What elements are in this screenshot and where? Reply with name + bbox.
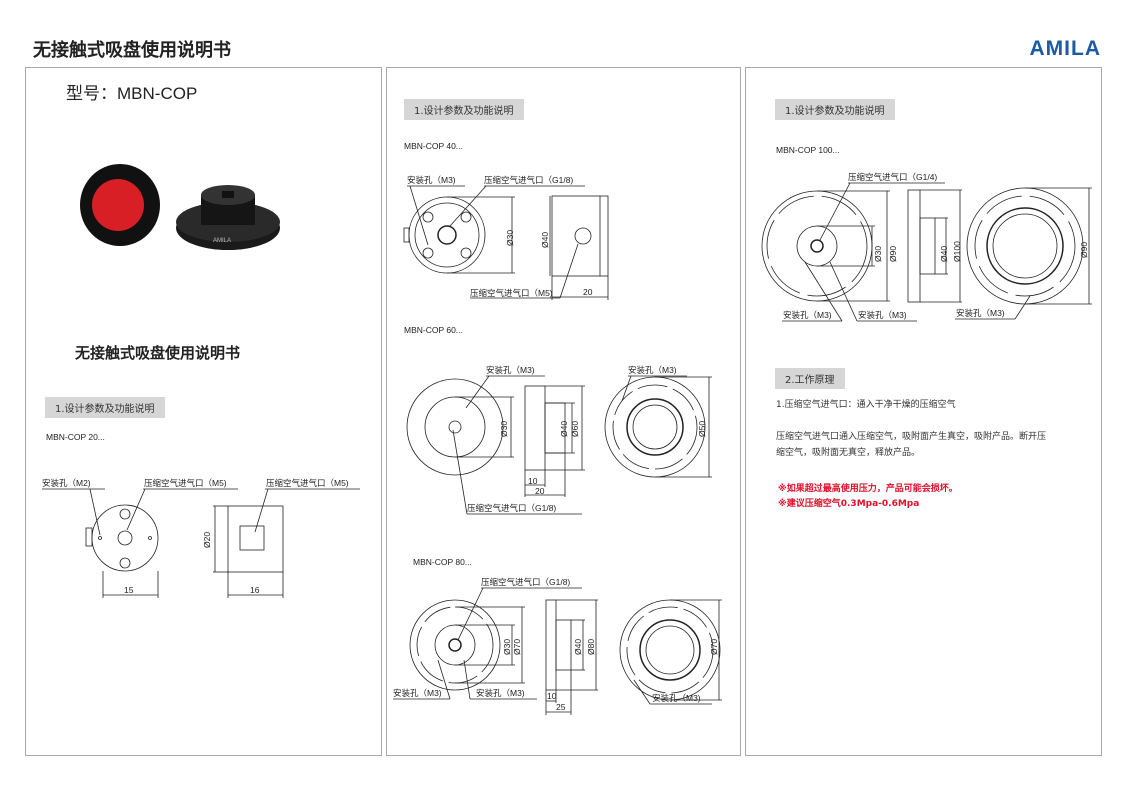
svg-text:Ø40: Ø40	[573, 639, 583, 655]
svg-text:压缩空气进气口（G1/8): 压缩空气进气口（G1/8)	[484, 175, 573, 185]
svg-text:15: 15	[124, 585, 134, 595]
svg-text:压缩空气进气口（G1/8): 压缩空气进气口（G1/8)	[481, 577, 570, 587]
svg-text:Ø30: Ø30	[873, 246, 883, 262]
panel-right	[745, 67, 1102, 756]
svg-text:安装孔（M3): 安装孔（M3)	[407, 175, 456, 185]
svg-text:Ø90: Ø90	[888, 246, 898, 262]
svg-text:Ø40: Ø40	[540, 232, 550, 248]
model-heading: 型号：MBN-COP	[66, 84, 198, 103]
svg-text:Ø20: Ø20	[202, 532, 212, 548]
svg-text:安装孔（M3): 安装孔（M3)	[783, 310, 832, 320]
svg-text:安装孔（M2): 安装孔（M2)	[42, 478, 91, 488]
svg-text:20: 20	[535, 486, 545, 496]
svg-text:Ø30: Ø30	[499, 421, 509, 437]
section-tag: 2.工作原理	[775, 368, 845, 389]
principle-paragraph: 缩空气，吸附面无真空，释放产品。	[776, 448, 921, 458]
variant-label: MBN-COP 100...	[776, 145, 840, 155]
panel-middle	[386, 67, 741, 756]
variant-label: MBN-COP 40...	[404, 141, 463, 151]
svg-text:Ø40: Ø40	[559, 421, 569, 437]
svg-text:Ø70: Ø70	[709, 639, 719, 655]
svg-text:Ø50: Ø50	[697, 421, 707, 437]
svg-text:安装孔（M3): 安装孔（M3)	[486, 365, 535, 375]
variant-label: MBN-COP 80...	[413, 557, 472, 567]
svg-text:10: 10	[528, 476, 538, 486]
svg-text:安装孔（M3): 安装孔（M3)	[628, 365, 677, 375]
principle-paragraph: 压缩空气进气口通入压缩空气，吸附面产生真空，吸附产品。断开压	[776, 432, 1047, 442]
subtitle: 无接触式吸盘使用说明书	[75, 344, 241, 362]
svg-text:20: 20	[583, 287, 593, 297]
page-title: 无接触式吸盘使用说明书	[33, 40, 231, 61]
svg-text:安装孔（M3): 安装孔（M3)	[652, 693, 701, 703]
warning-text: ※建议压缩空气0.3Mpa-0.6Mpa	[778, 499, 920, 509]
svg-text:Ø30: Ø30	[502, 639, 512, 655]
svg-text:Ø100: Ø100	[952, 241, 962, 262]
section-tag: 1.设计参数及功能说明	[404, 99, 524, 120]
svg-text:Ø30: Ø30	[505, 230, 515, 246]
section-tag: 1.设计参数及功能说明	[775, 99, 895, 120]
warning-text: ※如果超过最高使用压力，产品可能会损坏。	[778, 484, 958, 494]
svg-text:10: 10	[547, 691, 557, 701]
svg-text:Ø80: Ø80	[586, 639, 596, 655]
svg-text:安装孔（M3): 安装孔（M3)	[476, 688, 525, 698]
svg-text:压缩空气进气口（M5): 压缩空气进气口（M5)	[266, 478, 349, 488]
svg-text:压缩空气进气口（M5): 压缩空气进气口（M5)	[470, 288, 553, 298]
principle-line: 1.压缩空气进气口：通入干净干燥的压缩空气	[776, 400, 956, 410]
svg-text:压缩空气进气口（M5): 压缩空气进气口（M5)	[144, 478, 227, 488]
section-tag: 1.设计参数及功能说明	[45, 397, 165, 418]
svg-text:压缩空气进气口（G1/4): 压缩空气进气口（G1/4)	[848, 172, 937, 182]
svg-text:Ø90: Ø90	[1079, 242, 1089, 258]
svg-text:25: 25	[556, 702, 566, 712]
variant-label: MBN-COP 20...	[46, 432, 105, 442]
variant-label: MBN-COP 60...	[404, 325, 463, 335]
svg-text:Ø60: Ø60	[570, 421, 580, 437]
svg-text:AMILA: AMILA	[213, 238, 231, 244]
svg-text:Ø40: Ø40	[939, 246, 949, 262]
svg-text:安装孔（M3): 安装孔（M3)	[956, 308, 1005, 318]
svg-text:安装孔（M3): 安装孔（M3)	[393, 688, 442, 698]
svg-text:Ø70: Ø70	[512, 639, 522, 655]
svg-text:16: 16	[250, 585, 260, 595]
svg-text:安装孔（M3): 安装孔（M3)	[858, 310, 907, 320]
panel-left	[25, 67, 382, 756]
svg-text:压缩空气进气口（G1/8): 压缩空气进气口（G1/8)	[467, 503, 556, 513]
brand-logo: AMILA	[1029, 37, 1101, 60]
